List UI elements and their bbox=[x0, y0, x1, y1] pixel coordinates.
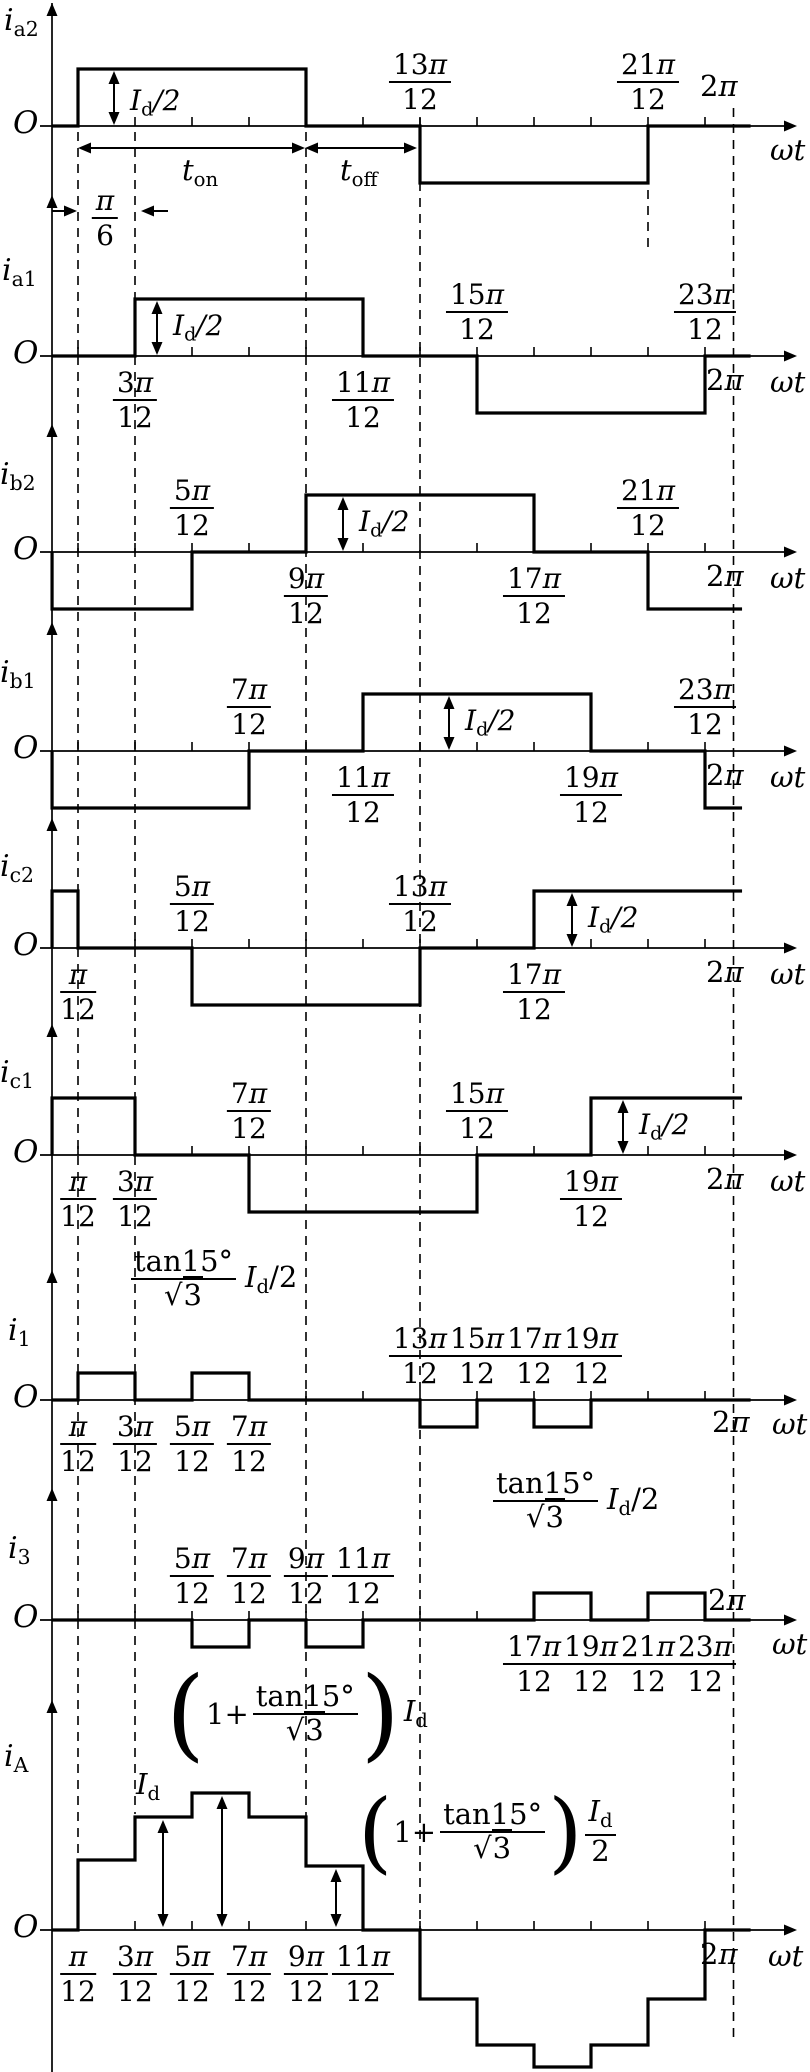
axis-origin-label: O bbox=[13, 335, 39, 371]
panel-title-ic1: ic1 bbox=[0, 1055, 35, 1094]
amplitude-label-id-over-2: Id/2 bbox=[359, 505, 410, 542]
two-pi-label: 2π bbox=[700, 1937, 738, 1971]
duration-label-on: ton bbox=[182, 153, 219, 191]
amplitude-label-id-over-2: Id/2 bbox=[173, 309, 224, 346]
two-pi-label: 2π bbox=[706, 758, 744, 792]
two-pi-label: 2π bbox=[712, 1405, 750, 1439]
annotation-id-level: Id bbox=[136, 1767, 161, 1805]
axis-origin-label: O bbox=[13, 1599, 39, 1635]
axis-origin-label: O bbox=[13, 1134, 39, 1170]
panel-title-ib1: ib1 bbox=[0, 655, 36, 694]
axis-origin-label: O bbox=[13, 105, 39, 141]
two-pi-label: 2π bbox=[706, 363, 744, 397]
x-axis-label: ωt bbox=[772, 1627, 808, 1661]
duration-label-off: toff bbox=[340, 153, 378, 191]
panel-title-ib2: ib2 bbox=[0, 457, 36, 496]
two-pi-label: 2π bbox=[706, 955, 744, 989]
axis-origin-label: O bbox=[13, 1909, 39, 1945]
x-axis-label: ωt bbox=[770, 760, 806, 794]
axis-origin-label: O bbox=[13, 927, 39, 963]
x-axis-label: ωt bbox=[768, 1939, 804, 1973]
x-axis-label: ωt bbox=[770, 133, 806, 167]
axis-origin-label: O bbox=[13, 730, 39, 766]
two-pi-label: 2π bbox=[708, 1583, 746, 1617]
x-axis-label: ωt bbox=[770, 561, 806, 595]
amplitude-label-id-over-2: Id/2 bbox=[130, 84, 181, 121]
two-pi-label: 2π bbox=[706, 1162, 744, 1196]
annotation-ia-peak-level: (1+tan15°√3)Id bbox=[166, 1655, 428, 1772]
panel-title-ia2: ia2 bbox=[4, 3, 39, 42]
amplitude-label-id-over-2: Id/2 bbox=[465, 704, 516, 741]
panel-title-ic2: ic2 bbox=[0, 849, 35, 888]
panel-title-ia1: ia1 bbox=[2, 253, 37, 292]
x-axis-label: ωt bbox=[770, 957, 806, 991]
amplitude-label-id-over-2: Id/2 bbox=[588, 901, 639, 938]
two-pi-label: 2π bbox=[706, 559, 744, 593]
amplitude-label-id-over-2: Id/2 bbox=[639, 1108, 690, 1145]
two-pi-label: 2π bbox=[700, 69, 738, 103]
x-axis-label: ωt bbox=[770, 365, 806, 399]
axis-origin-label: O bbox=[13, 531, 39, 567]
x-axis-label: ωt bbox=[772, 1407, 808, 1441]
panel-title-iA: iA bbox=[4, 1739, 29, 1778]
axis-origin-label: O bbox=[13, 1379, 39, 1415]
panel-title-i3: i3 bbox=[8, 1531, 31, 1570]
panel-title-i1: i1 bbox=[8, 1313, 31, 1352]
x-axis-label: ωt bbox=[770, 1164, 806, 1198]
